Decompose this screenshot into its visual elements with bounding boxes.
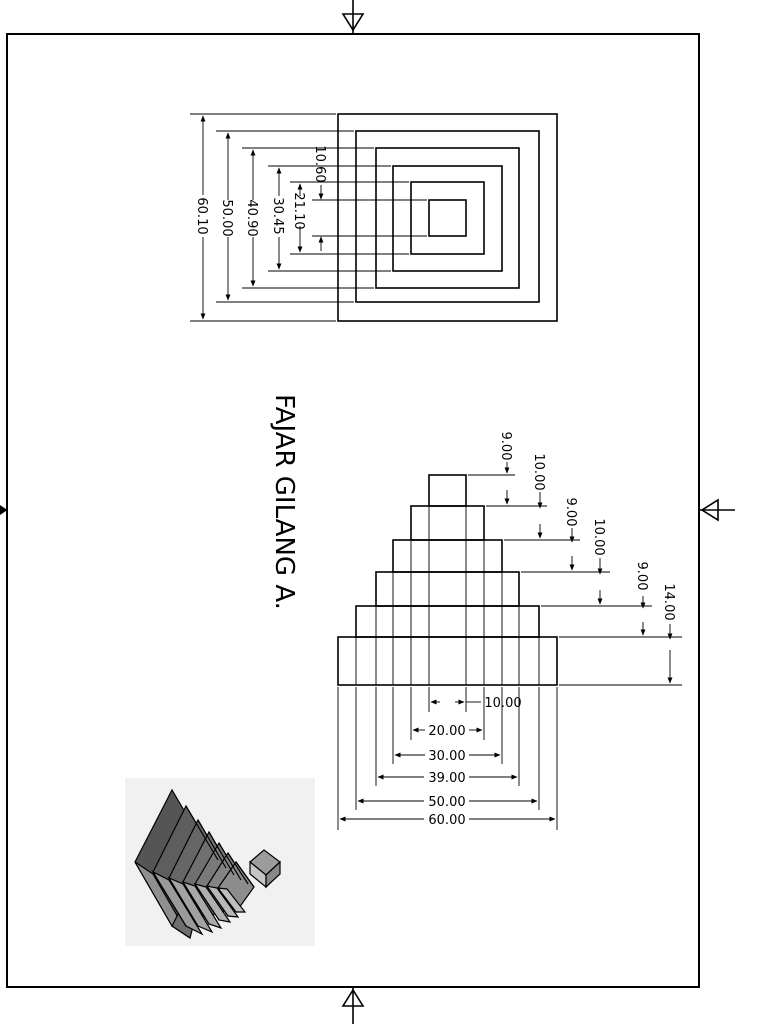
isometric-stepped-pyramid: [134, 788, 281, 939]
drawing-title: FAJAR GILANG A.: [269, 394, 299, 610]
dim-top-21-10: 21.10: [291, 192, 306, 229]
dim-height-9-00-b: 9.00: [563, 498, 578, 527]
dim-top-50-00: 50.00: [219, 199, 234, 236]
dim-width-20-00: 20.00: [428, 724, 465, 739]
dim-width-30-00: 30.00: [428, 749, 465, 764]
front-view-height-extension-lines: [468, 474, 682, 686]
centering-mark-left: [0, 505, 8, 515]
front-view-height-dimension-lines: [504, 462, 673, 684]
top-view-extension-lines: [190, 113, 427, 322]
dim-height-10-00-b: 10.00: [591, 518, 606, 555]
dim-height-14-00: 14.00: [661, 583, 676, 620]
centering-mark-bottom: [341, 987, 365, 1024]
isometric-view: [125, 778, 315, 946]
top-view-dimension-labels: 60.10 50.00 40.90 30.45 21.10 10.60: [194, 145, 327, 236]
dim-top-30-45: 30.45: [270, 197, 285, 234]
dim-width-60-00: 60.00: [428, 813, 465, 828]
front-view-hidden-lines: [355, 506, 540, 685]
top-view-dimension-lines: [200, 115, 324, 320]
sheet-border: [6, 33, 700, 988]
top-view: [337, 113, 558, 322]
front-view-width-extension-lines: [337, 687, 558, 830]
dim-top-40-90: 40.90: [244, 199, 259, 236]
centering-mark-right: [699, 498, 735, 522]
dim-height-9-00-c: 9.00: [634, 562, 649, 591]
front-view: [337, 474, 558, 686]
front-view-width-labels: 10.00 20.00 30.00 39.00 50.00 60.00: [428, 696, 521, 828]
dim-width-39-00: 39.00: [428, 771, 465, 786]
front-view-height-labels: 9.00 10.00 9.00 10.00 9.00 14.00: [498, 432, 676, 621]
dim-width-10-00: 10.00: [484, 696, 521, 711]
dim-top-60-10: 60.10: [194, 197, 209, 234]
front-view-width-dimension-lines: [339, 699, 556, 822]
centering-mark-top: [341, 0, 365, 34]
dim-height-10-00-a: 10.00: [531, 453, 546, 490]
dim-top-10-60: 10.60: [312, 145, 327, 182]
dim-height-9-00-a: 9.00: [498, 432, 513, 461]
dim-width-50-00: 50.00: [428, 795, 465, 810]
